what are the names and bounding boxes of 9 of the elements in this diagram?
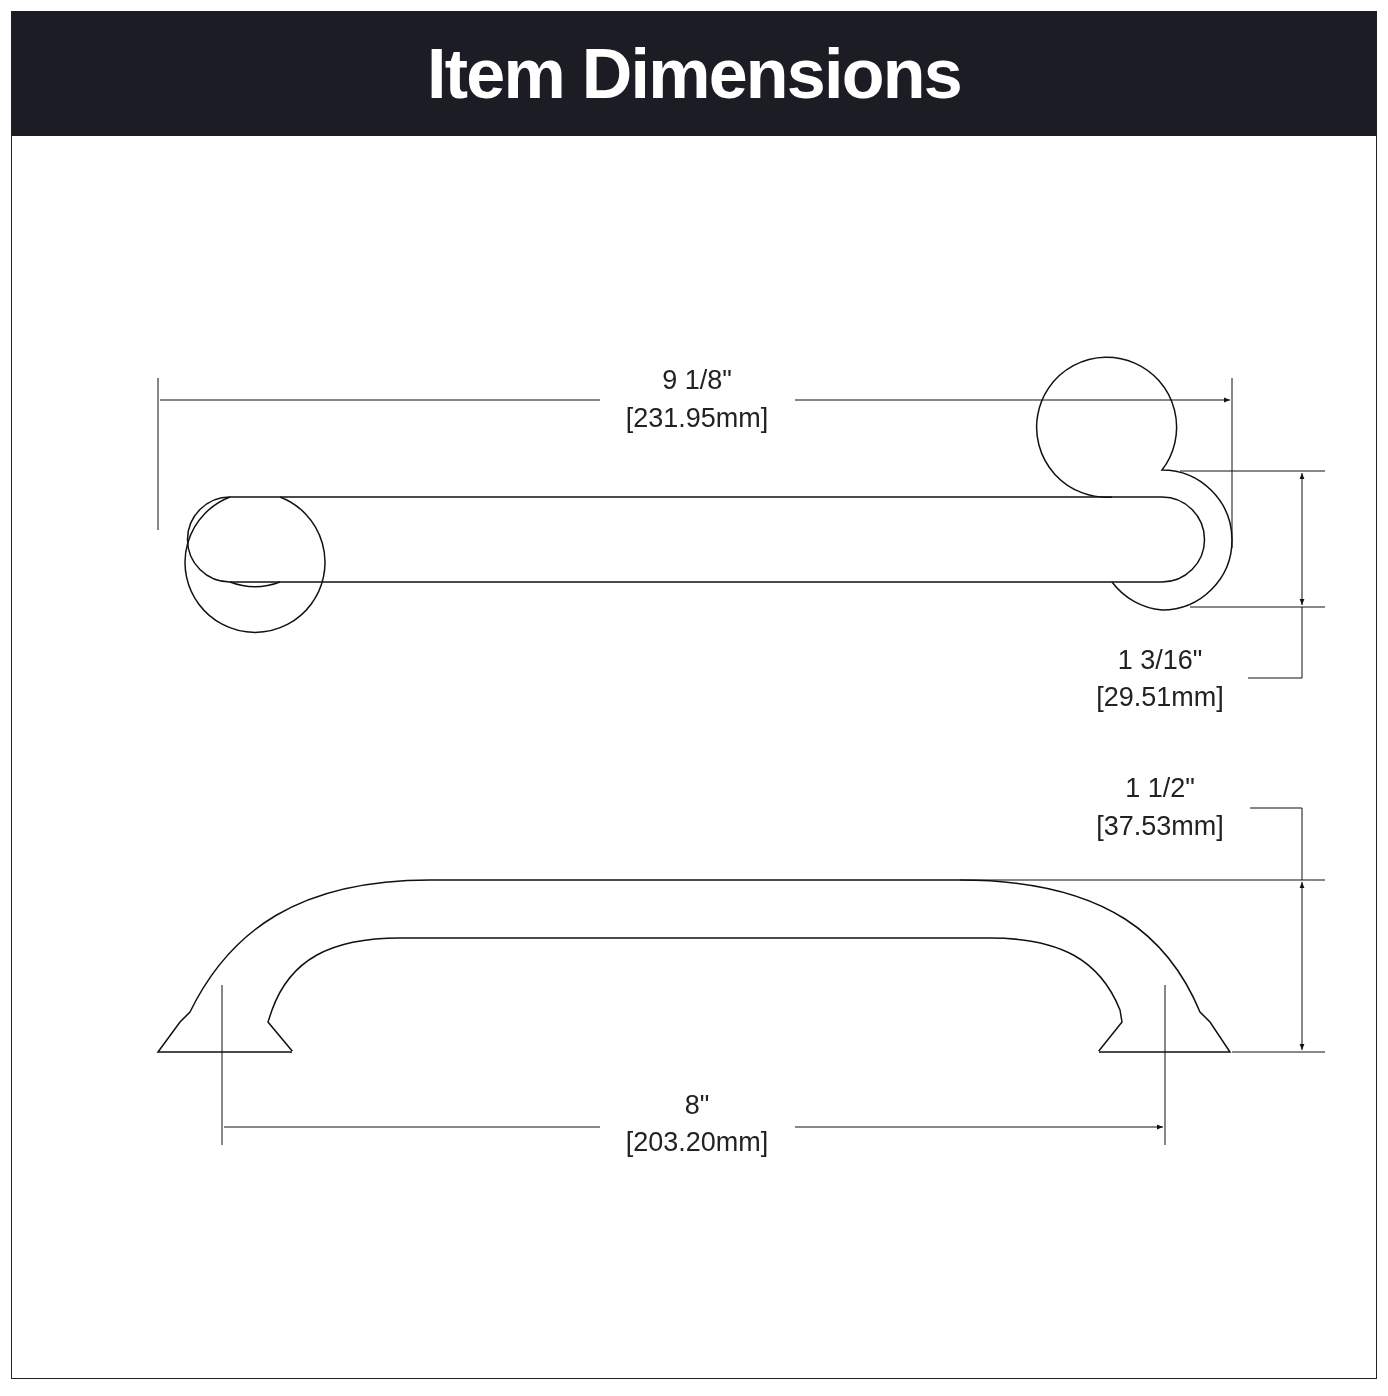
dimension-label: 8" (684, 1091, 710, 1119)
dimension-label: [231.95mm] (625, 404, 769, 432)
dimension-label: 1 1/2" (1125, 774, 1195, 802)
dimension-label: 9 1/8" (662, 366, 732, 394)
title: Item Dimensions (427, 38, 961, 109)
dimension-label: [29.51mm] (1096, 683, 1224, 711)
dimension-label: 1 3/16" (1117, 646, 1203, 674)
dimension-label: [37.53mm] (1096, 812, 1224, 840)
dimension-label: [203.20mm] (625, 1128, 769, 1156)
